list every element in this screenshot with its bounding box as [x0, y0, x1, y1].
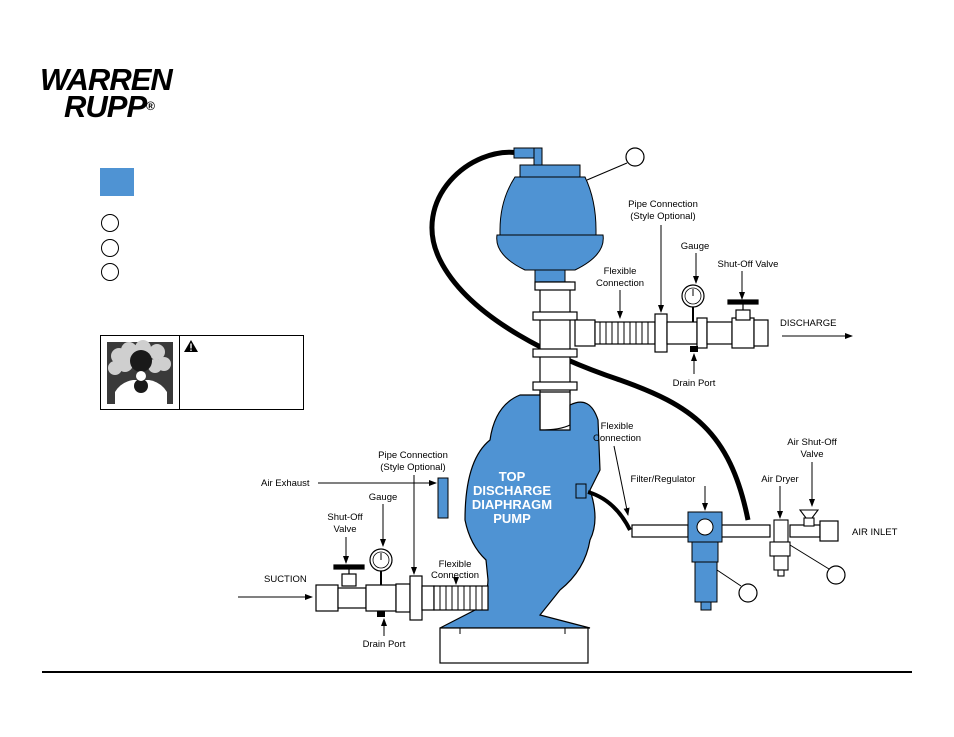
label-pipe-connection-bottom-2: (Style Optional)	[380, 462, 445, 473]
callout-circle-filter	[738, 583, 758, 603]
label-shutoff-valve-top: Shut-Off Valve	[718, 259, 779, 270]
callout-circle-dampener	[625, 147, 645, 167]
shutoff-valve-bottom	[333, 564, 365, 587]
label-filter-regulator: Filter/Regulator	[631, 474, 696, 485]
label-air-shutoff-2: Valve	[800, 449, 823, 460]
label-flexible-air-2: Connection	[593, 433, 641, 444]
pulsation-dampener	[496, 164, 604, 283]
callout-circle-dryer	[826, 565, 846, 585]
logo-line-2: RUPP	[64, 89, 147, 124]
label-air-exhaust: Air Exhaust	[261, 478, 310, 489]
flexible-bellows-bottom	[439, 586, 483, 610]
logo-line-1: WARREN	[40, 62, 173, 97]
warning-box	[100, 335, 304, 410]
legend-callout-circle-3	[101, 263, 119, 281]
label-flexible-top-2: Connection	[596, 278, 644, 289]
pump-title-line-4: PUMP	[493, 511, 531, 526]
legend-color-swatch	[100, 168, 134, 196]
label-shutoff-bottom-2: Valve	[333, 524, 356, 535]
drain-port-top	[690, 346, 698, 352]
drain-port-bottom	[377, 611, 385, 617]
pump-title-line-3: DIAPHRAGM	[472, 497, 552, 512]
label-air-inlet: AIR INLET	[852, 527, 898, 538]
warning-box-divider	[179, 336, 180, 409]
suction-line	[315, 575, 489, 621]
label-flexible-bottom-1: Flexible	[439, 559, 472, 570]
label-pipe-connection-bottom-1: Pipe Connection	[378, 450, 448, 461]
label-drain-port-top: Drain Port	[673, 378, 716, 389]
footer-rule	[42, 671, 912, 673]
label-drain-port-bottom: Drain Port	[363, 639, 406, 650]
shutoff-valve-top	[727, 299, 759, 321]
registered-mark: ®	[146, 99, 155, 113]
pump-title-line-1: TOP	[499, 469, 526, 484]
label-air-shutoff-1: Air Shut-Off	[787, 437, 837, 448]
flexible-bellows-top	[599, 322, 649, 344]
air-dryer	[769, 519, 791, 577]
legend-callout-circle-1	[101, 214, 119, 232]
label-suction: SUCTION	[264, 574, 307, 585]
label-flexible-air-1: Flexible	[601, 421, 634, 432]
filter-regulator	[687, 511, 723, 611]
gauge-top	[681, 284, 705, 322]
label-air-dryer: Air Dryer	[761, 474, 798, 485]
pump-title-line-2: DISCHARGE	[473, 483, 551, 498]
top-discharge-diaphragm-pump	[437, 394, 601, 664]
legend-callout-circle-2	[101, 239, 119, 257]
label-pipe-connection-top-1: Pipe Connection	[628, 199, 698, 210]
gauge-bottom	[369, 548, 393, 585]
air-supply-hose	[429, 149, 751, 521]
air-flexible-hose	[587, 490, 632, 531]
air-shutoff-valve	[798, 509, 820, 527]
discharge-riser-pipe	[532, 281, 578, 431]
discharge-line	[574, 313, 769, 353]
respirator-fumes-icon	[107, 340, 173, 406]
air-supply-line	[631, 520, 839, 542]
warren-rupp-logo: WARREN RUPP®	[40, 64, 173, 122]
label-shutoff-bottom-1: Shut-Off	[327, 512, 363, 523]
label-flexible-top-1: Flexible	[604, 266, 637, 277]
label-gauge-top: Gauge	[681, 241, 710, 252]
warning-triangle-icon	[184, 340, 198, 352]
label-flexible-bottom-2: Connection	[431, 570, 479, 581]
label-discharge: DISCHARGE	[780, 318, 836, 329]
label-gauge-bottom: Gauge	[369, 492, 398, 503]
label-pipe-connection-top-2: (Style Optional)	[630, 211, 695, 222]
